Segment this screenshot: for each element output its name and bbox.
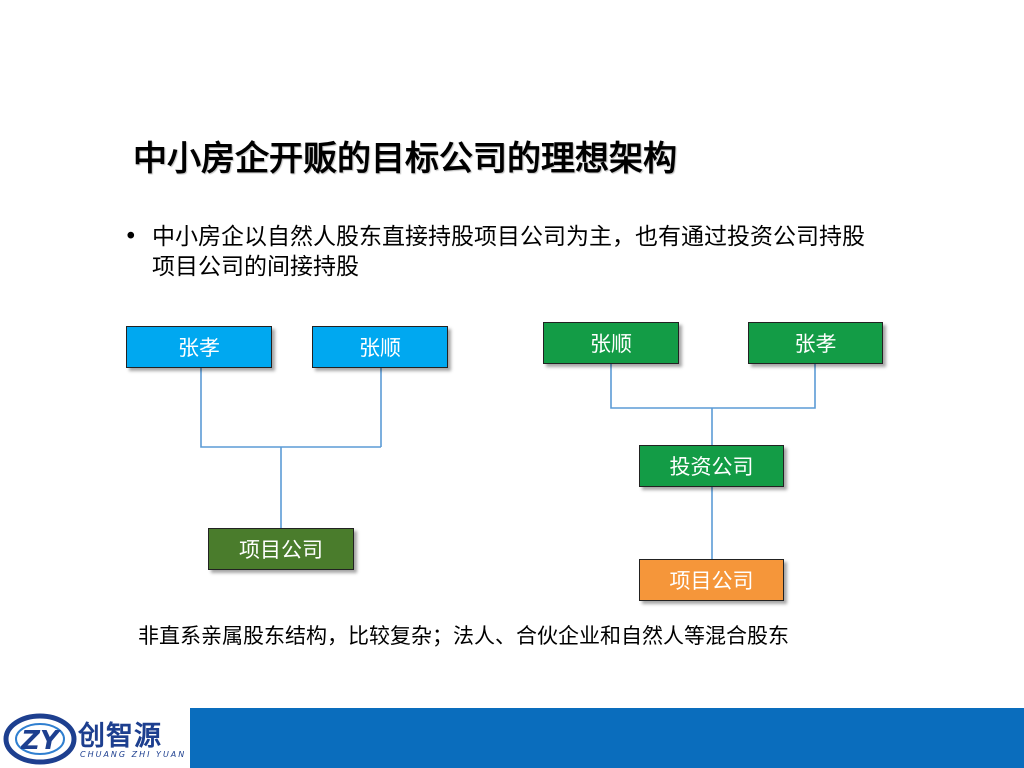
- logo-mark-text: ZY: [20, 726, 62, 756]
- slide-title: 中小房企开贩的目标公司的理想架构: [133, 139, 677, 179]
- left-shareholder-2-label: 张顺: [359, 336, 401, 360]
- left-project-company-label: 项目公司: [239, 538, 323, 562]
- left-project-company-box: 项目公司: [208, 528, 354, 570]
- brand-logo: ZY 创智源 CHUANG ZHI YUAN: [0, 708, 190, 768]
- right-connector-1: [610, 364, 816, 409]
- logo-mark-icon: ZY: [3, 713, 77, 765]
- brand-name: 创智源: [78, 721, 162, 752]
- diagram-caption: 非直系亲属股东结构，比较复杂；法人、合伙企业和自然人等混合股东: [138, 624, 789, 648]
- left-shareholder-1-label: 张孝: [178, 336, 220, 360]
- left-connector-1: [200, 368, 381, 448]
- bullet-dot: •: [124, 224, 138, 250]
- right-investment-company-box: 投资公司: [639, 445, 784, 487]
- right-shareholder-1-label: 张顺: [590, 332, 632, 356]
- brand-subtitle: CHUANG ZHI YUAN: [80, 750, 187, 759]
- bullet-point: • 中小房企以自然人股东直接持股项目公司为主，也有通过投资公司持股项目公司的间接…: [124, 222, 884, 282]
- right-shareholder-2-box: 张孝: [748, 322, 883, 364]
- right-project-company-box: 项目公司: [639, 559, 784, 601]
- right-project-company-label: 项目公司: [669, 569, 754, 593]
- footer-bar: [190, 708, 1024, 768]
- left-shareholder-2-box: 张顺: [312, 326, 448, 368]
- right-shareholder-2-label: 张孝: [794, 332, 837, 356]
- left-shareholder-1-box: 张孝: [126, 326, 272, 368]
- bullet-text: 中小房企以自然人股东直接持股项目公司为主，也有通过投资公司持股项目公司的间接持股: [152, 224, 865, 280]
- right-investment-company-label: 投资公司: [669, 455, 754, 479]
- right-shareholder-1-box: 张顺: [543, 322, 679, 364]
